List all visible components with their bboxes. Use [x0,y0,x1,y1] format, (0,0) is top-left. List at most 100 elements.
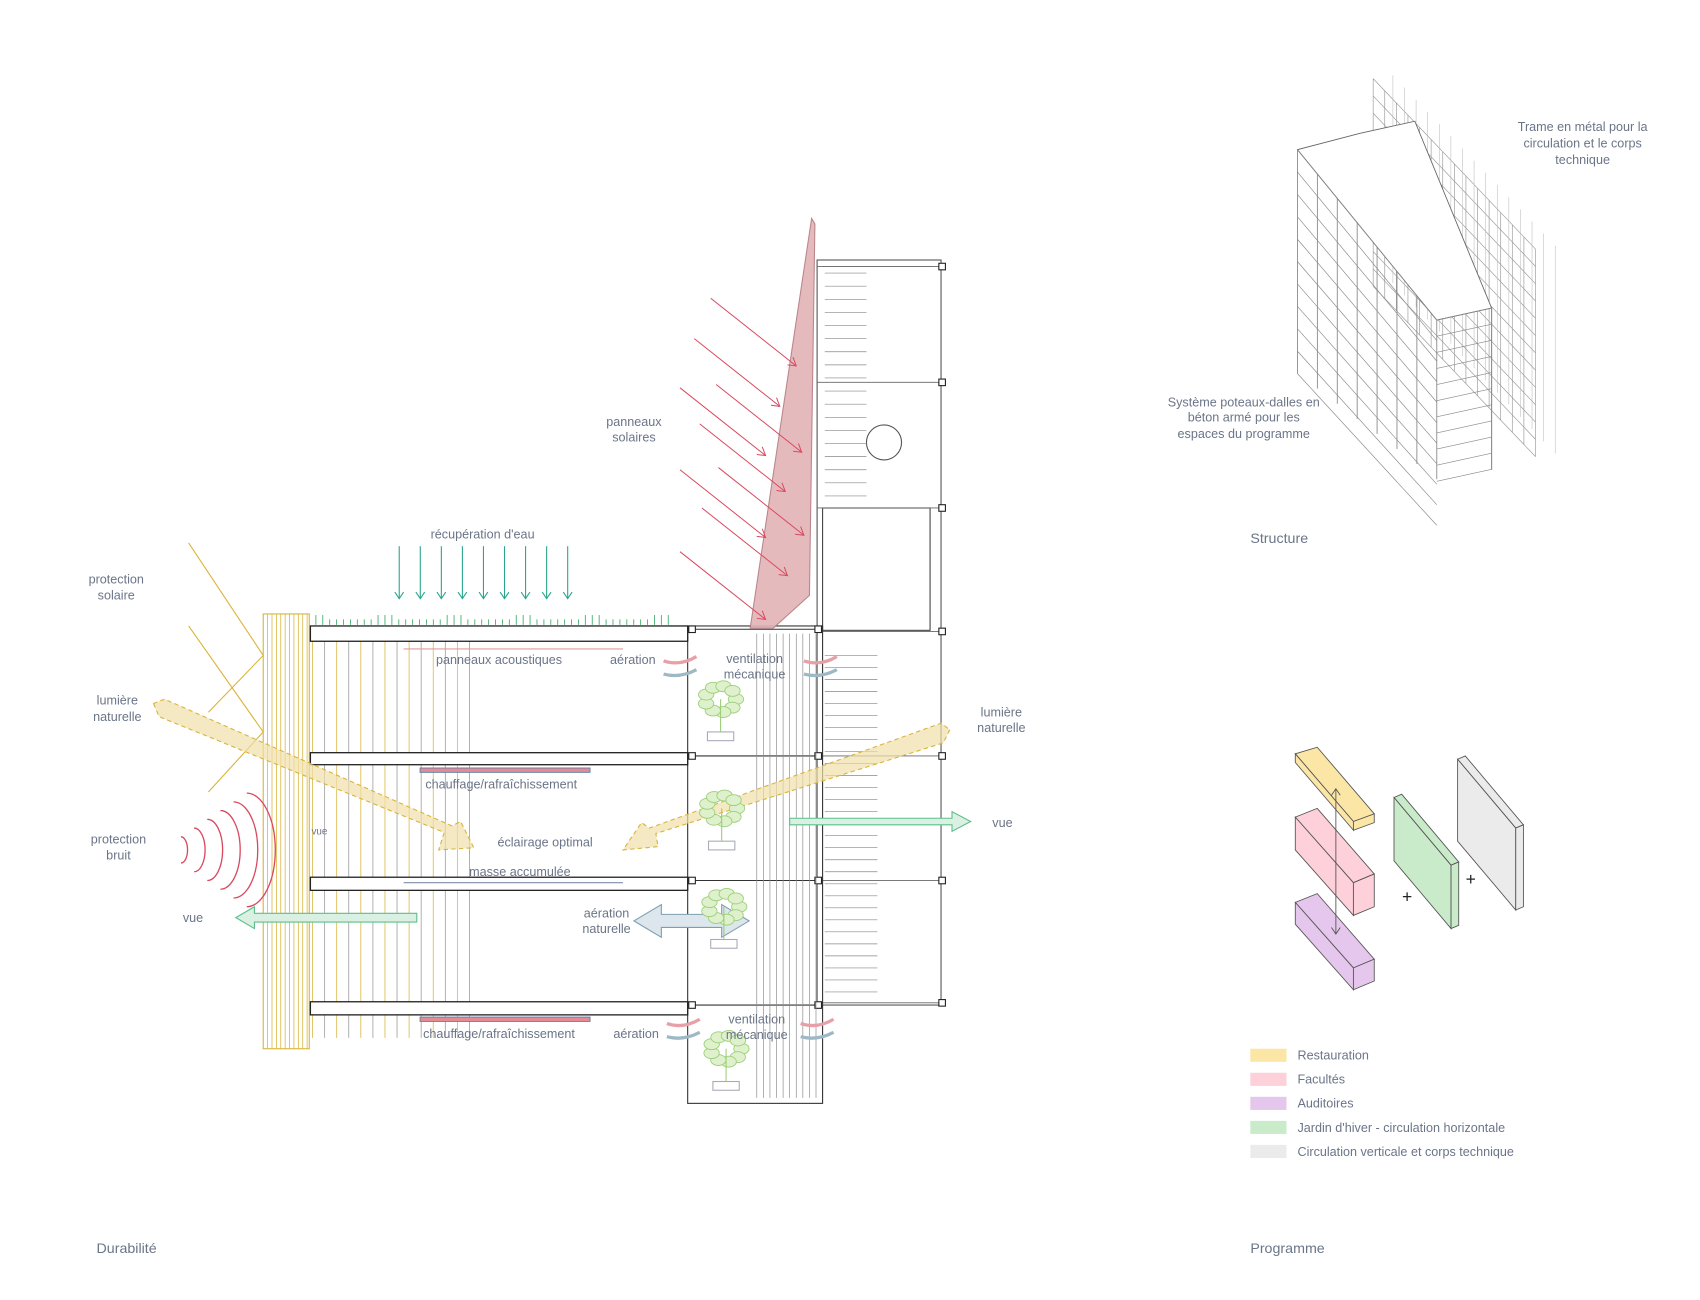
concrete-floor [1297,239,1438,403]
concrete-floor [1297,216,1438,382]
sun-ray [699,423,786,492]
legend-swatch [1250,1072,1287,1086]
floor-slab [309,876,689,891]
concrete-floor-end [1436,307,1492,321]
noise-wave [220,809,241,890]
legend-swatch [1250,1144,1287,1158]
column-node [938,876,946,885]
legend-label: Facultés [1297,1073,1345,1087]
aeration-arrows [663,655,838,1040]
block-jardin-hiver [1393,793,1460,930]
noise-wave [180,836,189,864]
natural-aeration-arrow [632,903,751,939]
plus-sign: + [1402,886,1412,906]
concrete-floor-end [1436,339,1492,353]
solar-panel [749,216,816,629]
floor-slabs [309,625,689,1022]
block-restauration [1294,746,1376,832]
water-arrowhead [520,591,531,600]
label-masse-accumulee: masse accumulée [469,865,571,879]
sun-protection-ray [188,542,264,713]
caption-durabilite: Durabilité [97,1241,157,1257]
legend-label: Auditoires [1297,1097,1353,1111]
concrete-floor [1297,261,1438,423]
label-recuperation-eau: récupération d'eau [431,528,535,542]
plant-leaf [727,892,744,905]
label-aeration-top: aération [610,653,656,667]
label-chauffage-top: chauffage/rafraîchissement [425,778,577,792]
aeration-arrow-warm [663,655,698,665]
plant-leaf [725,794,742,807]
column-node [688,625,696,634]
plant-pot [710,938,738,949]
vertical-double-arrow-icon [1331,787,1341,935]
sun-protection-ray [188,625,264,793]
view-arrow-left [234,905,418,930]
label-vue-small: vue [311,827,327,838]
sun-ray [710,297,797,367]
facade-frame [262,613,310,1050]
sun-ray-arrowhead [795,526,805,536]
column-node [688,876,696,885]
concrete-frame [1296,120,1493,526]
water-recovery-arrows [394,546,573,600]
sun-ray [715,384,803,453]
water-arrowhead [541,591,552,600]
sun-ray [679,387,766,456]
label-vue-left: vue [183,911,203,925]
natural-light-beam-left [152,698,475,851]
noise-waves-icon [180,792,276,908]
solar-protection-facade [262,613,470,1050]
concrete-floor-end [1436,420,1492,434]
column-node [814,1001,823,1009]
concrete-floor-end [1436,468,1492,482]
legend-swatch [1250,1048,1287,1062]
water-arrowhead [436,591,447,600]
column-node [938,378,946,387]
plant-pot [712,1080,740,1091]
sun-ray-arrowhead [770,397,781,407]
concrete-floor-end [1436,356,1492,369]
column-node [688,752,696,760]
floor-slab [309,1001,689,1016]
green-roof [315,615,669,625]
tower-opening [822,507,931,631]
column-node [938,262,946,271]
legend-label: Restauration [1297,1049,1368,1063]
noise-wave [246,792,276,908]
water-arrowhead [562,591,573,600]
concrete-floor-end [1436,388,1492,402]
concrete-floor-end [1436,404,1492,418]
concrete-floor [1297,306,1438,464]
winter-garden-core [687,625,824,1104]
heating-cooling-pipe [419,767,591,773]
caption-programme: Programme [1250,1241,1325,1257]
sun-ray-arrowhead [756,528,767,539]
sun-ray [718,467,805,536]
sun-ray [701,507,788,577]
sun-ray-arrowhead [787,357,798,367]
concrete-floor-end [1436,452,1492,466]
concrete-floor [1297,149,1438,321]
block-circulation-verticale [1456,755,1525,912]
sun-ray-arrowhead [756,610,767,621]
concrete-floor [1297,283,1438,444]
natural-light-beam-right [621,722,951,851]
column-node [688,1001,696,1009]
heating-cooling-pipe [419,1016,591,1022]
concrete-floor-end [1436,323,1492,337]
section-programme [1294,746,1525,991]
label-chauffage-bottom: chauffage/rafraîchissement [423,1027,575,1041]
concrete-floor [1297,171,1438,341]
water-arrowhead [394,591,405,600]
circulation-tower [816,259,946,1007]
sun-ray-arrowhead [792,443,803,453]
concrete-floor-end [1436,372,1492,385]
